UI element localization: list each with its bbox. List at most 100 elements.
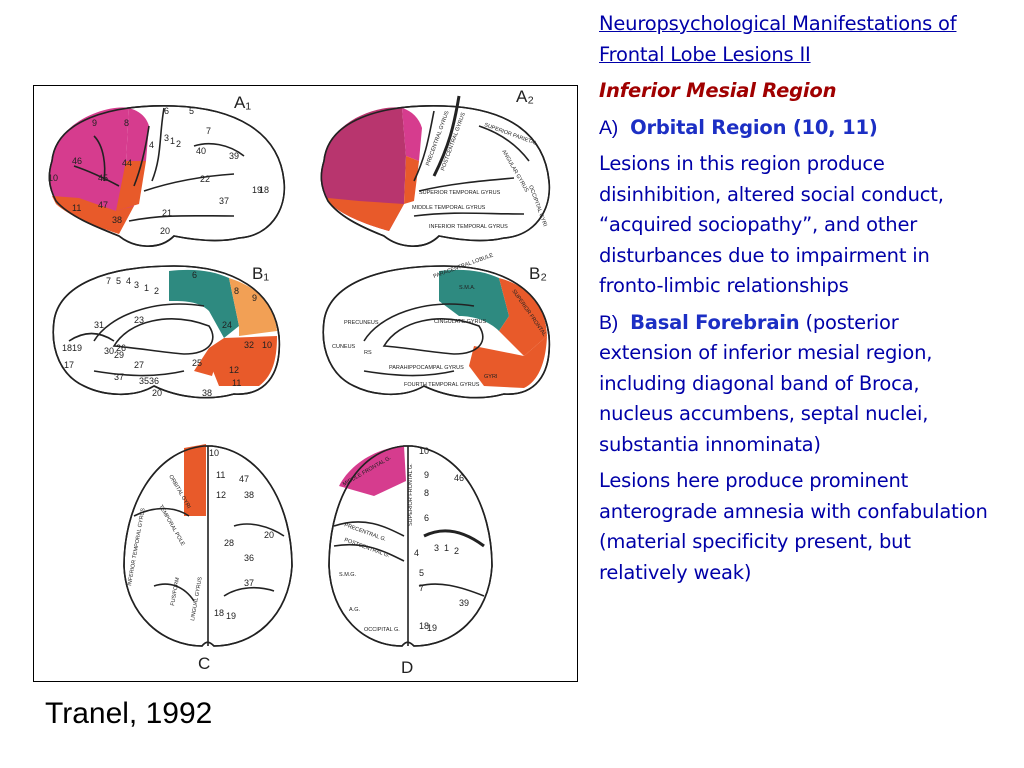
area-label: 9: [252, 293, 257, 303]
area-label: 20: [160, 226, 170, 236]
section-a-heading-line: A) Orbital Region (10, 11): [599, 113, 994, 144]
section-b-paragraph: B) Basal Forebrain (posterior extension …: [599, 308, 994, 461]
panel-label-d: D: [401, 658, 413, 677]
gyrus-label: RS: [364, 350, 372, 356]
area-label: 1: [170, 136, 175, 146]
area-label: 17: [64, 360, 74, 370]
area-label: 1: [144, 283, 149, 293]
area-label: 11: [216, 470, 225, 480]
panel-label-c: C: [198, 654, 210, 673]
area-label: 2: [176, 139, 181, 149]
area-label: 36: [244, 553, 254, 563]
section-b-heading: Basal Forebrain: [630, 310, 800, 334]
area-label: 6: [192, 270, 197, 280]
area-label: 26: [116, 343, 126, 353]
gyrus-label: OCCIPITAL G.: [364, 627, 400, 633]
citation: Tranel, 1992: [45, 697, 213, 730]
panel-label-b2: B₂: [529, 264, 547, 283]
panel-b1: [52, 265, 281, 399]
panel-label-a1: A₁: [234, 93, 251, 112]
area-label: 8: [234, 286, 239, 296]
panel-b2: [322, 265, 551, 399]
area-label: 6: [164, 106, 169, 116]
area-label: 3: [434, 543, 439, 553]
area-label: 12: [216, 490, 226, 500]
final-paragraph: Lesions here produce prominent anterogra…: [599, 469, 988, 584]
gyrus-label: FOURTH TEMPORAL GYRUS: [404, 382, 480, 388]
slide-subtitle: Inferior Mesial Region: [599, 79, 837, 102]
section-a-body: Lesions in this region produce disinhibi…: [599, 152, 944, 297]
area-label: 4: [126, 276, 131, 286]
gyrus-label: INFERIOR TEMPORAL GYRUS: [429, 224, 508, 230]
area-label: 18: [259, 185, 269, 195]
area-label: 5: [116, 276, 121, 286]
area-label: 21: [162, 208, 172, 218]
panel-a1: [48, 105, 286, 247]
area-label: 11: [232, 378, 241, 388]
area-label: 11: [72, 203, 81, 213]
area-label: 19: [226, 611, 236, 621]
gyrus-label: PARAHIPPOCAMPAL GYRUS: [389, 365, 464, 371]
area-label: 47: [239, 474, 249, 484]
area-label: 18: [419, 621, 429, 631]
area-label: 3: [164, 133, 169, 143]
area-label: 44: [122, 158, 132, 168]
slide-title: Neuropsychological Manifestations of Fro…: [599, 12, 957, 66]
panel-a2: [320, 95, 551, 247]
area-label: 40: [196, 146, 206, 156]
area-label: 47: [98, 200, 108, 210]
area-label: 18: [214, 608, 224, 618]
brain-figure: A₁ A₂ B₁ B₂ C D 9 8 6 4 3 1 2 5 7 46 44 …: [33, 85, 578, 682]
area-label: 3: [134, 280, 139, 290]
section-a-prefix: A): [599, 116, 619, 139]
area-label: 2: [154, 286, 159, 296]
area-label: 10: [209, 448, 219, 458]
gyrus-label: PRECUNEUS: [344, 320, 379, 326]
area-label: 38: [112, 215, 122, 225]
area-label: 46: [72, 156, 82, 166]
area-label: 10: [48, 173, 58, 183]
area-label: 39: [229, 151, 239, 161]
area-label: 8: [424, 488, 429, 498]
area-label: 28: [224, 538, 234, 548]
area-label: 2: [454, 546, 459, 556]
area-label: 24: [222, 320, 232, 330]
area-label: 5: [419, 568, 424, 578]
section-b-body: (posterior extension of inferior mesial …: [599, 310, 933, 456]
area-label: 38: [244, 490, 254, 500]
area-label: 6: [424, 513, 429, 523]
area-label: 4: [414, 548, 419, 558]
panel-label-b1: B₁: [252, 264, 269, 283]
gyrus-label: SUPERIOR TEMPORAL GYRUS: [419, 190, 501, 196]
panel-c: [123, 444, 293, 647]
area-label: 27: [134, 360, 144, 370]
area-label: 39: [459, 598, 469, 608]
section-b-prefix: B): [599, 311, 619, 334]
area-label: 12: [229, 365, 239, 375]
area-label: 4: [149, 140, 154, 150]
area-label: 20: [152, 388, 162, 398]
area-label: 7: [419, 583, 424, 593]
area-label: 35: [139, 376, 149, 386]
gyrus-label: CUNEUS: [332, 344, 356, 350]
area-label: 37: [244, 578, 254, 588]
area-label: 7: [106, 276, 111, 286]
area-label: 31: [94, 320, 104, 330]
area-label: 37: [219, 196, 229, 206]
panel-label-a2: A₂: [516, 87, 534, 106]
area-label: 8: [124, 118, 129, 128]
gyrus-label: FUSIFORM: [170, 577, 181, 607]
area-label: 29: [114, 350, 124, 360]
area-label: 36: [149, 376, 159, 386]
gyrus-label: S.M.A.: [459, 285, 476, 291]
area-label: 22: [200, 174, 210, 184]
gyrus-label: CINGULATE GYRUS: [434, 319, 486, 325]
area-label: 19: [72, 343, 82, 353]
gyrus-label: GYRI: [484, 374, 498, 380]
area-label: 25: [192, 358, 202, 368]
area-label: 38: [202, 388, 212, 398]
area-label: 45: [98, 173, 108, 183]
area-label: 10: [262, 340, 272, 350]
area-label: 19: [427, 623, 437, 633]
area-label: 5: [189, 106, 194, 116]
